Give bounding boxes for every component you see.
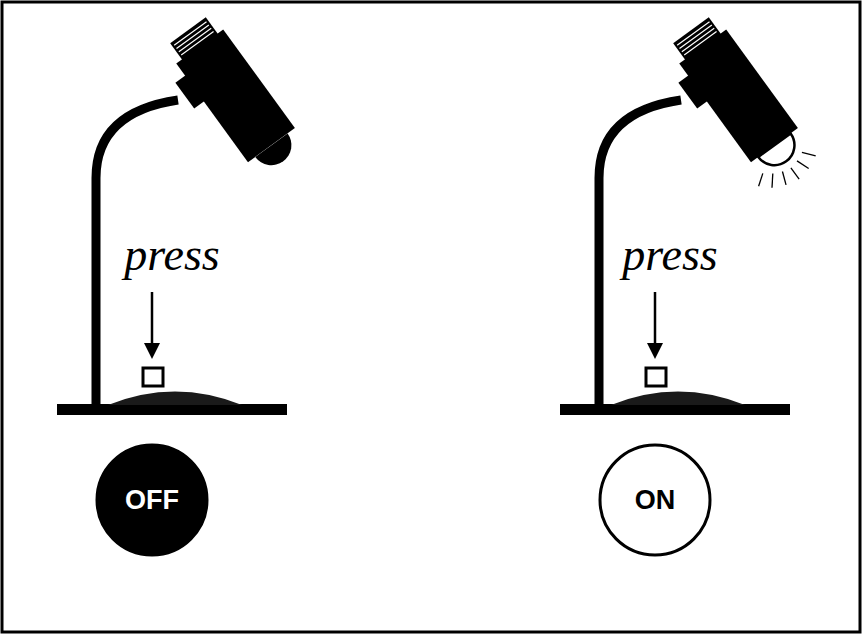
state-label: OFF	[125, 485, 179, 516]
action-label: press	[124, 228, 219, 281]
state-circle: ON	[598, 443, 712, 557]
lamp-on	[560, 13, 823, 415]
lamp-off	[57, 13, 307, 415]
action-label: press	[622, 228, 717, 281]
state-label: ON	[635, 485, 676, 516]
state-circle: OFF	[95, 443, 209, 557]
